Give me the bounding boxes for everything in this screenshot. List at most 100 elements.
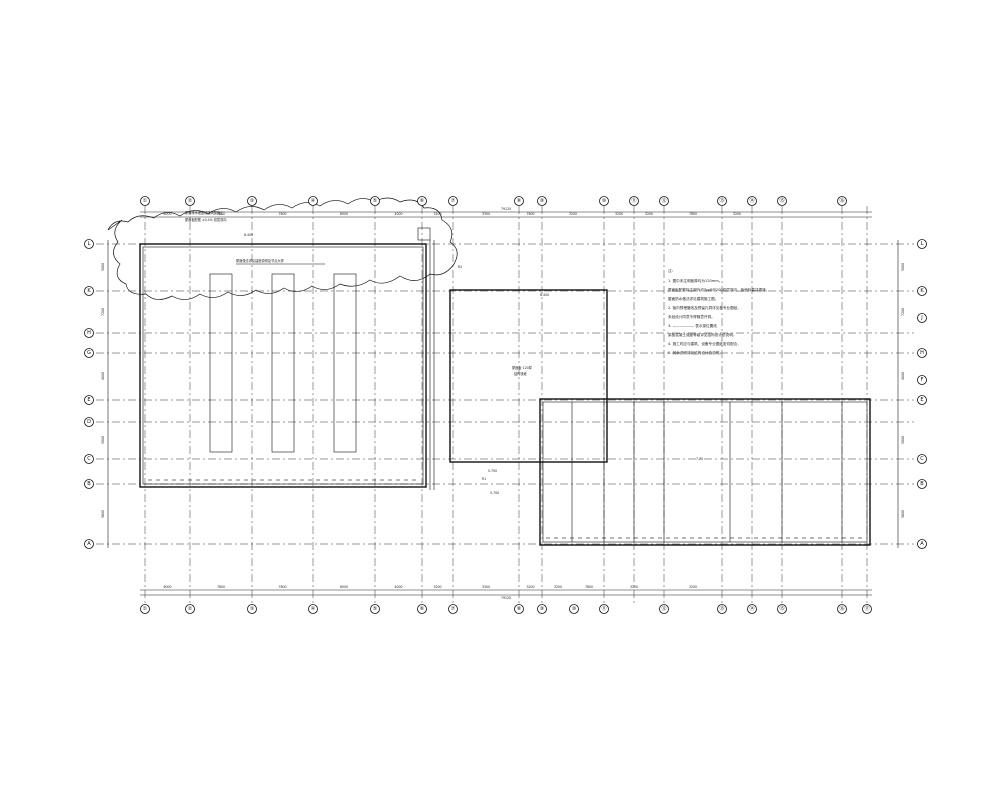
grid-bubble-top: ⑩: [599, 196, 609, 206]
notes-line: 梁板混凝土强度等级详见结构设计总说明。: [668, 332, 736, 337]
dimension-label-bottom: 6000: [340, 585, 348, 589]
grid-bubble-bottom-label: ①: [143, 606, 148, 612]
dimension-label-bottom: 4000: [394, 585, 402, 589]
grid-bubble-top: ①: [140, 196, 150, 206]
dimension-label-top: 3200: [733, 212, 741, 216]
dimension-label-top: 4000: [394, 212, 402, 216]
grid-bubble-bottom-label: ⑬: [719, 605, 724, 612]
grid-bubble-right: F: [917, 375, 927, 385]
dimension-label-top: 7800: [689, 212, 697, 216]
grid-bubble-bottom: ⑥: [417, 604, 427, 614]
grid-bubble-left-label: E: [87, 397, 90, 403]
grid-bubble-bottom: ⑮: [777, 604, 787, 614]
grid-bubble-bottom: ⑤: [370, 604, 380, 614]
grid-bubble-bottom: ⑩: [569, 604, 579, 614]
dimension-label-top: 7800: [217, 212, 225, 216]
grid-bubble-top-label: ⑩: [602, 198, 607, 204]
dimension-total-top: 79120: [501, 207, 511, 211]
grid-bubble-top-label: ③: [250, 198, 254, 204]
grid-bubble-right-label: H: [920, 350, 924, 356]
grid-bubble-top: ⑫: [659, 196, 669, 206]
grid-bubble-top: ⑪: [629, 196, 639, 206]
main-building-outline: [139, 243, 427, 488]
cloud-note-1: 屋面排水坡度按建筑图施工: [185, 210, 224, 215]
grid-bubble-top-label: ⑥: [420, 198, 425, 204]
main-roof-label: 屋面做法详见建施说明及节点大样: [236, 258, 285, 263]
general-notes: 注： 1. 图中未注明板厚均为120mm。 屋面板配筋除注明外均为φ8@200双…: [668, 268, 769, 355]
elevation-d: 5.700: [490, 491, 499, 495]
grid-bubble-top: ⑨: [537, 196, 547, 206]
dimension-label-bottom: 7800: [278, 585, 286, 589]
grid-bubble-top: ④: [308, 196, 318, 206]
grid-bubble-top-label: ⑨: [540, 198, 544, 204]
grid-bubble-left-label: H: [87, 330, 91, 336]
grid-bubble-left-label: B: [87, 481, 91, 487]
notes-line: 3. —————— 表示梁位置线: [668, 323, 717, 328]
notes-title: 注：: [668, 268, 675, 273]
grid-bubble-top-label: ⑦: [451, 198, 456, 204]
dimension-label-bottom: 6000: [163, 585, 171, 589]
grid-bubble-bottom-label: ②: [188, 606, 193, 612]
dimension-label-bottom: 3300: [482, 585, 490, 589]
grid-axis-lines: [96, 206, 914, 604]
grid-bubble-bottom-label: ⑧: [517, 606, 522, 612]
dimension-total-bottom: 79120: [501, 596, 511, 600]
notes-lines: 1. 图中未注明板厚均为120mm。 屋面板配筋除注明外均为φ8@200双层双向…: [668, 278, 769, 355]
notes-line: 未经设计同意不得随意开洞。: [668, 314, 715, 319]
grid-bubble-bottom: ②: [185, 604, 195, 614]
grid-bubble-top-label: ⑪: [631, 197, 636, 204]
skylight-3: [333, 273, 357, 453]
grid-bubble-bottom: ⑬: [717, 604, 727, 614]
grid-bubble-top: ⑬: [717, 196, 727, 206]
skylight-2: [271, 273, 295, 453]
mark-r1: R1: [482, 477, 486, 481]
dimension-label-top: 7800: [278, 212, 286, 216]
grid-bubble-bottom-label: ⑮: [779, 605, 784, 612]
main-building-inner-outline: [142, 246, 424, 485]
grid-bubble-bottom: ⑯: [837, 604, 847, 614]
grid-bubble-bottom-label: ⑩: [572, 606, 577, 612]
grid-bubble-left-label: G: [87, 350, 91, 356]
grid-bubble-bottom-label: ⑭: [749, 605, 754, 612]
notes-line: 2. 板内预埋管线及预留孔洞详见各专业图纸。: [668, 305, 741, 310]
grid-bubble-left-label: D: [87, 419, 91, 425]
dimension-label-top: 6000: [163, 212, 171, 216]
grid-bubble-top-label: ⑫: [661, 197, 666, 204]
grid-bubble-left-label: K: [87, 288, 91, 294]
grid-bubble-left: G: [84, 348, 94, 358]
right-roof-label: 7.70: [696, 457, 703, 461]
dimension-label-top: 3200: [569, 212, 577, 216]
notes-line: 4. 施工时应与建筑、设备专业图纸密切配合，: [668, 341, 741, 346]
dimension-label-bottom: 3200: [630, 585, 638, 589]
grid-bubble-bottom-label: ③: [250, 606, 254, 612]
annotations: 屋面排水坡度按建筑图施工 屋面板配筋 ±0.4% 双层双向 屋面做法详见建施说明…: [185, 210, 703, 495]
grid-bubble-left-label: L: [88, 241, 91, 247]
grid-bubble-bottom: ⑨: [537, 604, 547, 614]
grid-bubble-right: J: [917, 313, 927, 323]
grid-bubble-left: C: [84, 454, 94, 464]
grid-bubble-top-label: ④: [311, 198, 316, 204]
cloud-note-2: 屋面板配筋 ±0.4% 双层双向: [185, 217, 226, 222]
grid-bubble-bottom-label: ⑪: [601, 605, 606, 612]
grid-bubble-right: L: [917, 239, 927, 249]
grid-bubble-bottom: ⑧: [514, 604, 524, 614]
notes-line: 5. 其余说明详见结构设计总说明。: [668, 350, 723, 355]
grid-bubble-bottom: ⑦: [448, 604, 458, 614]
grid-bubble-bottom-label: ⑦: [451, 606, 456, 612]
grid-bubble-bottom: ①: [140, 604, 150, 614]
dimension-label-bottom: 3200: [554, 585, 562, 589]
dimension-label-right: 4800: [901, 372, 905, 380]
grid-bubble-top-label: ⑯: [839, 197, 844, 204]
building-outlines: [139, 227, 871, 546]
grid-bubble-bottom: ⑭: [747, 604, 757, 614]
notes-line: 屋面板配筋除注明外均为φ8@200双层双向，板面标高详建施。: [668, 287, 769, 292]
grid-bubble-top: ⑤: [370, 196, 380, 206]
skylight-1: [209, 273, 233, 453]
grid-bubble-bottom: ④: [308, 604, 318, 614]
grid-bubble-top: ⑮: [777, 196, 787, 206]
grid-bubble-bottom: ⑪: [599, 604, 609, 614]
grid-bubble-right: A: [917, 539, 927, 549]
grid-bubble-bottom: ⑰: [862, 604, 872, 614]
dimension-label-bottom: 7800: [585, 585, 593, 589]
